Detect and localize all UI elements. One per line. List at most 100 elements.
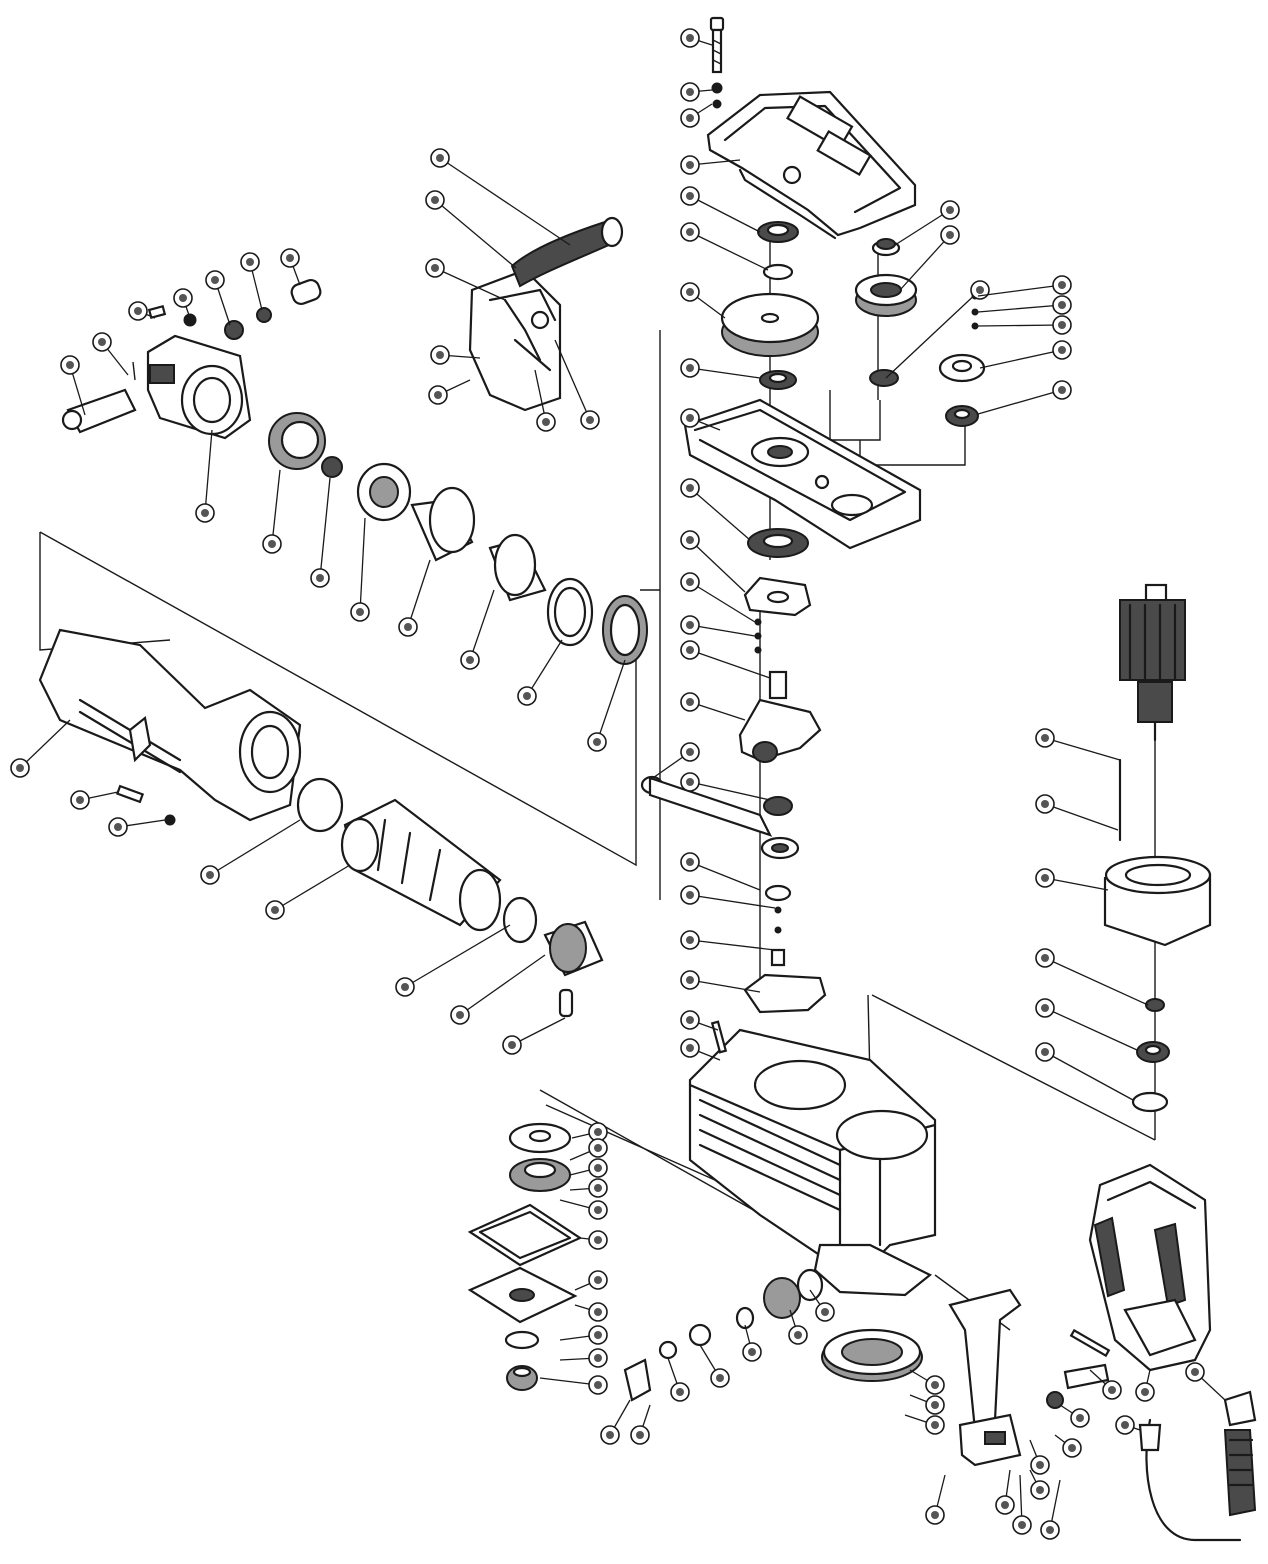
callout-number-illegible xyxy=(1041,1048,1049,1056)
callout-number-illegible xyxy=(436,154,444,162)
barrel-cylinder xyxy=(38,628,302,822)
callout-leader xyxy=(404,924,511,988)
callout-leader xyxy=(689,979,761,993)
callout-leader xyxy=(979,349,1063,369)
callout-leader xyxy=(511,1017,566,1046)
callout-number-illegible xyxy=(686,621,694,629)
callout-leader xyxy=(439,157,571,246)
callout-number-illegible xyxy=(1058,301,1066,309)
switch-handle xyxy=(948,1288,1111,1467)
callout-number-illegible xyxy=(594,1381,602,1389)
callout-number-illegible xyxy=(431,264,439,272)
callout-leader xyxy=(526,639,563,697)
callout-leader xyxy=(319,477,331,579)
callout-number-illegible xyxy=(946,206,954,214)
gear-housing-cover xyxy=(706,90,917,240)
callout-number-illegible xyxy=(586,416,594,424)
callout-number-illegible xyxy=(356,608,364,616)
callout-number-illegible xyxy=(686,748,694,756)
power-cord xyxy=(1138,1390,1257,1542)
callout-number-illegible xyxy=(686,646,694,654)
callout-number-illegible xyxy=(1058,346,1066,354)
callout-number-illegible xyxy=(1068,1444,1076,1452)
callout-number-illegible xyxy=(1058,281,1066,289)
callout-number-illegible xyxy=(98,338,106,346)
gear-case-plate xyxy=(683,398,922,550)
callout-leader xyxy=(689,195,761,233)
callout-leader xyxy=(434,199,517,269)
callout-number-illegible xyxy=(593,738,601,746)
callout-number-illegible xyxy=(686,288,694,296)
callout-number-illegible xyxy=(206,871,214,879)
callout-number-illegible xyxy=(676,1388,684,1396)
callout-leader xyxy=(689,781,771,801)
bearing-lower-left xyxy=(759,370,797,390)
bearing-flange-right xyxy=(938,292,986,427)
callout-number-illegible xyxy=(436,351,444,359)
callout-leader xyxy=(689,939,776,951)
callout-number-illegible xyxy=(1041,954,1049,962)
side-handle xyxy=(468,216,624,412)
callout-leader xyxy=(894,209,951,246)
callout-leader xyxy=(689,539,746,593)
callout-number-illegible xyxy=(1141,1388,1149,1396)
callout-number-illegible xyxy=(316,574,324,582)
callout-number-illegible xyxy=(686,114,694,122)
callout-number-illegible xyxy=(594,1184,602,1192)
callout-number-illegible xyxy=(246,258,254,266)
callout-leader xyxy=(19,719,71,769)
callout-number-illegible xyxy=(401,983,409,991)
callout-number-illegible xyxy=(523,692,531,700)
callout-number-illegible xyxy=(179,294,187,302)
callout-leader xyxy=(689,894,776,909)
callout-number-illegible xyxy=(1041,1004,1049,1012)
callout-number-illegible xyxy=(686,34,694,42)
callout-number-illegible xyxy=(456,1011,464,1019)
callout-number-illegible xyxy=(271,906,279,914)
callout-number-illegible xyxy=(286,254,294,262)
callout-number-illegible xyxy=(686,228,694,236)
callout-number-illegible xyxy=(594,1236,602,1244)
callout-number-illegible xyxy=(748,1348,756,1356)
callout-number-illegible xyxy=(686,936,694,944)
callout-number-illegible xyxy=(211,276,219,284)
callout-number-illegible xyxy=(821,1308,829,1316)
callout-number-illegible xyxy=(686,698,694,706)
callout-leader xyxy=(1044,1007,1138,1051)
callout-leader xyxy=(977,284,1063,297)
callout-leader xyxy=(554,339,591,421)
callout-number-illegible xyxy=(686,414,694,422)
base-plate xyxy=(821,1328,923,1382)
callout-number-illegible xyxy=(931,1401,939,1409)
callout-number-illegible xyxy=(268,540,276,548)
callout-leader xyxy=(689,581,756,623)
callout-number-illegible xyxy=(686,1016,694,1024)
callout-leader xyxy=(1044,1051,1134,1101)
callout-leader xyxy=(1044,737,1121,761)
callout-number-illegible xyxy=(594,1144,602,1152)
callout-number-illegible xyxy=(1041,734,1049,742)
callout-number-illegible xyxy=(686,778,694,786)
callout-number-illegible xyxy=(76,796,84,804)
pinion-gear xyxy=(854,273,918,387)
callout-leader xyxy=(899,234,951,291)
callout-number-illegible xyxy=(594,1206,602,1214)
rings-row xyxy=(268,412,648,665)
callout-number-illegible xyxy=(686,364,694,372)
crank-parts xyxy=(738,528,822,763)
lower-parts xyxy=(623,1268,824,1402)
callout-number-illegible xyxy=(1046,1526,1054,1534)
callout-number-illegible xyxy=(1036,1486,1044,1494)
callout-number-illegible xyxy=(686,484,694,492)
callout-number-illegible xyxy=(686,858,694,866)
callout-number-illegible xyxy=(1041,874,1049,882)
callout-number-illegible xyxy=(686,536,694,544)
callout-leader xyxy=(1044,803,1119,831)
callout-leader xyxy=(469,589,495,661)
handle-right xyxy=(1088,1163,1212,1372)
callout-number-illegible xyxy=(946,231,954,239)
callout-number-illegible xyxy=(66,361,74,369)
callout-number-illegible xyxy=(1001,1501,1009,1509)
callout-number-illegible xyxy=(931,1381,939,1389)
